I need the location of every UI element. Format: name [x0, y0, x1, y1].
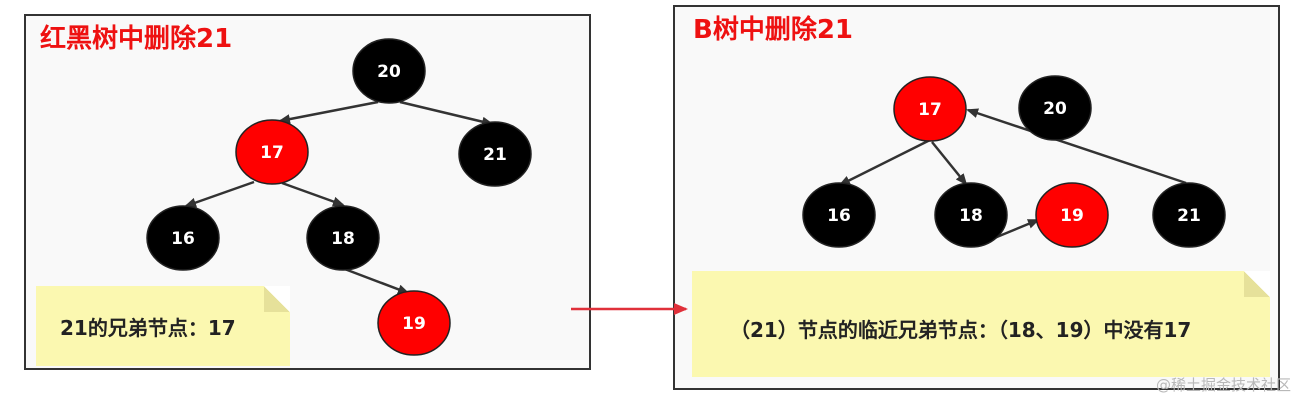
node-circle	[458, 121, 532, 187]
edge-20-17-left	[278, 100, 379, 125]
node-label: 20	[1043, 99, 1067, 119]
node-circle	[934, 182, 1008, 248]
watermark-text: @稀土掘金技术社区	[1155, 376, 1291, 394]
node-L17: 17	[235, 119, 309, 185]
node-L20: 20	[352, 38, 426, 104]
note-text-left: 21的兄弟节点：17	[60, 316, 236, 340]
node-circle	[377, 290, 451, 356]
node-label: 17	[918, 100, 942, 120]
node-R21: 21	[1152, 182, 1226, 248]
edge-17-16-left	[184, 180, 255, 208]
node-R19: 19	[1035, 182, 1109, 248]
node-label: 21	[483, 145, 507, 165]
node-L21: 21	[458, 121, 532, 187]
node-circle	[802, 182, 876, 248]
sibling-note-right: （21）节点的临近兄弟节点：（18、19）中没有17	[692, 271, 1270, 377]
panel-title-right: B树中删除21	[693, 15, 853, 45]
node-R20: 20	[1018, 75, 1092, 141]
edge-18-19-left	[341, 266, 410, 295]
node-circle	[146, 205, 220, 271]
node-label: 16	[171, 229, 195, 249]
panel-title-left: 红黑树中删除21	[40, 24, 233, 54]
node-L18: 18	[306, 205, 380, 271]
edge-21-17-right	[966, 108, 1187, 185]
node-circle	[893, 76, 967, 142]
node-label: 21	[1177, 206, 1201, 226]
node-label: 17	[260, 143, 284, 163]
node-circle	[1035, 182, 1109, 248]
note-text-right: （21）节点的临近兄弟节点：（18、19）中没有17	[730, 318, 1192, 342]
sibling-note-left: 21的兄弟节点：17	[36, 286, 290, 366]
node-circle	[1018, 75, 1092, 141]
node-circle	[1152, 182, 1226, 248]
node-label: 16	[827, 206, 851, 226]
node-label: 19	[1060, 206, 1084, 226]
node-circle	[235, 119, 309, 185]
node-label: 18	[331, 229, 355, 249]
node-label: 20	[377, 62, 401, 82]
edge-17-18-right	[931, 141, 968, 186]
edge-17-18-left	[281, 181, 345, 207]
node-circle	[306, 205, 380, 271]
node-R17: 17	[893, 76, 967, 142]
node-circle	[352, 38, 426, 104]
node-R16: 16	[802, 182, 876, 248]
node-label: 18	[959, 206, 983, 226]
edge-17-16-right	[838, 138, 931, 187]
edge-20-21-left	[399, 100, 494, 127]
node-L16: 16	[146, 205, 220, 271]
node-L19: 19	[377, 290, 451, 356]
node-label: 19	[402, 314, 426, 334]
node-R18: 18	[934, 182, 1008, 248]
